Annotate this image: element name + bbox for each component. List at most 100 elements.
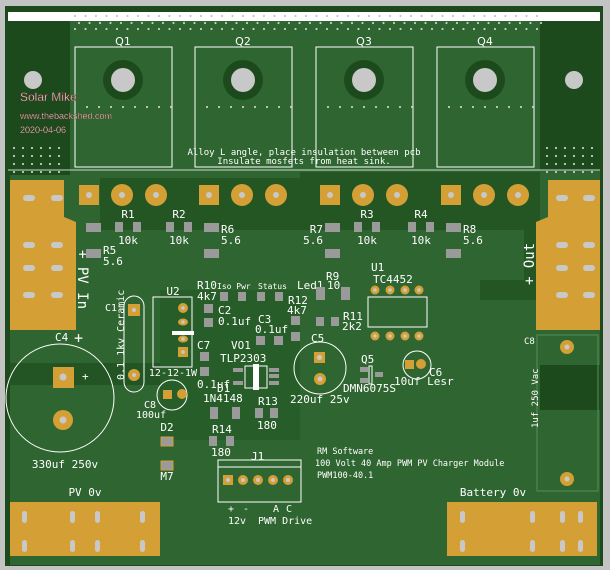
bus-slot xyxy=(556,265,568,271)
via xyxy=(283,27,287,31)
via xyxy=(545,162,549,166)
mosfet-ref: Q3 xyxy=(356,35,372,48)
pv-in-label: + PV In xyxy=(74,250,90,309)
resistor-value: 10k xyxy=(357,234,377,247)
via xyxy=(336,14,339,18)
r13-ref: R13 xyxy=(258,395,278,408)
status-led-pad1 xyxy=(257,292,265,301)
via xyxy=(319,21,322,25)
j1-pin-a: A xyxy=(273,504,279,515)
bus-slot xyxy=(583,292,595,298)
via xyxy=(539,21,543,25)
resistor-pad xyxy=(115,222,123,232)
bus-slot xyxy=(530,511,535,523)
mosfet-ref: Q2 xyxy=(235,35,251,48)
c6-pad-plus xyxy=(405,360,414,369)
j1-pin-c: C xyxy=(286,504,292,515)
resistor-pad xyxy=(133,222,141,232)
c8-film-value: 1uf 250 Vac xyxy=(531,368,541,428)
bus-slot xyxy=(578,540,583,552)
via xyxy=(325,14,329,18)
via xyxy=(12,170,16,174)
product-part-number: PWM100-40.1 xyxy=(317,471,373,481)
vo1-pin xyxy=(233,381,243,385)
via xyxy=(39,162,43,166)
via xyxy=(252,14,255,18)
r14-ref: R14 xyxy=(212,423,232,436)
via xyxy=(338,105,342,109)
drill xyxy=(388,288,392,292)
via xyxy=(362,105,366,109)
via xyxy=(12,146,16,150)
via xyxy=(382,21,385,25)
via xyxy=(508,21,511,25)
resistor-pad xyxy=(325,223,340,232)
via xyxy=(97,105,101,109)
via xyxy=(168,14,171,18)
via xyxy=(336,27,339,31)
resistor-value: 10k xyxy=(169,234,189,247)
via xyxy=(409,27,413,31)
vo1-pin xyxy=(269,381,279,385)
pv-0v-label: PV 0v xyxy=(68,486,101,499)
via xyxy=(525,27,528,31)
via xyxy=(130,21,133,25)
resistor-pad xyxy=(354,222,362,232)
drill xyxy=(403,334,407,338)
via xyxy=(169,105,173,109)
via xyxy=(189,27,192,31)
bus-slot xyxy=(578,511,583,523)
vo1-pin xyxy=(269,374,279,378)
bus-slot xyxy=(556,195,568,201)
via xyxy=(346,14,350,18)
c8-film-drill xyxy=(564,344,570,350)
via xyxy=(157,105,161,109)
led-iso-pwr-label: Iso Pwr xyxy=(217,282,251,291)
resistor-ref: R5 xyxy=(103,244,116,257)
via xyxy=(94,14,98,18)
resistor-pad xyxy=(325,249,340,258)
d1-value: 1N4148 xyxy=(203,392,243,405)
via xyxy=(105,14,108,18)
r13-pad1 xyxy=(255,408,263,418)
via xyxy=(252,27,255,31)
via xyxy=(193,21,196,25)
via xyxy=(48,146,52,150)
via xyxy=(590,154,594,158)
status-led-pad2 xyxy=(275,292,283,301)
via xyxy=(157,27,161,31)
r11-pad2 xyxy=(331,317,339,326)
via xyxy=(451,14,455,18)
via xyxy=(203,21,207,25)
via xyxy=(563,162,567,166)
r10-ref: R10 xyxy=(197,279,217,292)
drill xyxy=(515,192,521,198)
c4-ref: C4 xyxy=(55,331,69,344)
r12-value: 4k7 xyxy=(287,304,307,317)
via xyxy=(554,170,558,174)
via xyxy=(361,21,364,25)
via xyxy=(447,105,451,109)
bus-slot xyxy=(530,540,535,552)
d1-ref: D1 xyxy=(217,382,230,395)
via xyxy=(199,14,203,18)
via xyxy=(48,162,52,166)
via xyxy=(73,27,77,31)
resistor-pad xyxy=(166,222,174,232)
resistor-value: 10k xyxy=(411,234,431,247)
c3-pad2 xyxy=(274,336,283,345)
via xyxy=(189,14,192,18)
mosfet-ref: Q1 xyxy=(115,35,131,48)
resistor-pad xyxy=(426,222,434,232)
drill xyxy=(181,337,185,341)
via xyxy=(39,154,43,158)
bus-slot xyxy=(51,195,63,201)
bus-slot xyxy=(583,265,595,271)
d1-pad1 xyxy=(210,407,218,419)
via xyxy=(21,162,25,166)
q5-pin xyxy=(360,367,368,372)
via xyxy=(398,105,402,109)
via xyxy=(231,27,234,31)
resistor-pad xyxy=(86,223,101,232)
c8-outline xyxy=(156,379,188,411)
